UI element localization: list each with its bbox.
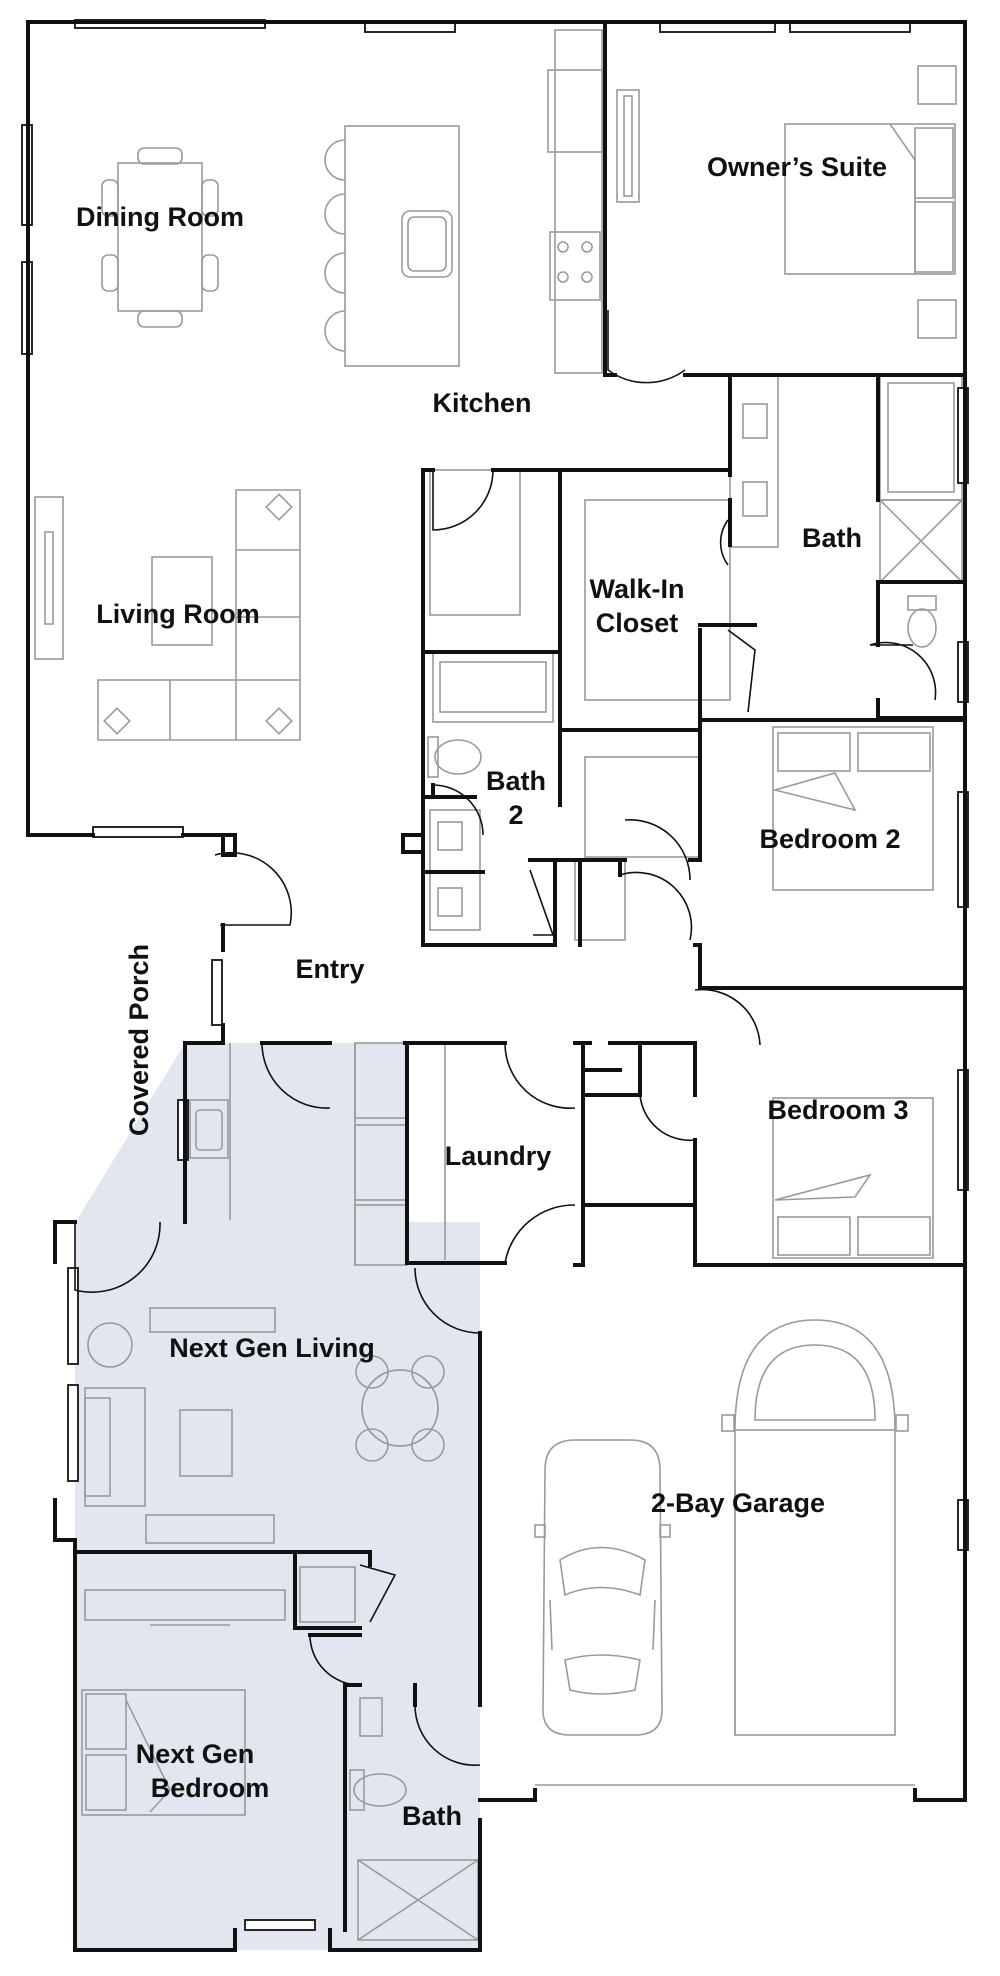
- next-gen-living-furniture: [84, 1307, 445, 1544]
- garage-car: [534, 1439, 671, 1736]
- next-gen-bath-fixtures: [349, 1697, 479, 1941]
- owners-bath-fixtures: [729, 374, 963, 648]
- label-next-gen-bath: Bath: [402, 1801, 462, 1831]
- label-walk-in-closet-line1: Walk-In: [589, 574, 684, 604]
- dining-table: [101, 147, 219, 328]
- kitchen-counter: [547, 29, 604, 374]
- next-gen-living-area: [75, 1222, 480, 1552]
- next-gen-bedroom-furniture: [81, 1566, 356, 1816]
- label-bedroom3: Bedroom 3: [767, 1095, 908, 1125]
- bedroom2-bed: [771, 726, 934, 891]
- label-next-gen-bedroom-line2: Bedroom: [151, 1773, 270, 1803]
- room-labels: Dining Room Kitchen Owner’s Suite Living…: [76, 152, 909, 1831]
- label-entry: Entry: [295, 954, 364, 984]
- label-owners-suite: Owner’s Suite: [707, 152, 887, 182]
- label-next-gen-living: Next Gen Living: [169, 1333, 375, 1363]
- label-walk-in-closet-line2: Closet: [596, 608, 679, 638]
- label-bath2-line1: Bath: [486, 766, 546, 796]
- label-bedroom2: Bedroom 2: [759, 824, 900, 854]
- label-kitchen: Kitchen: [432, 388, 531, 418]
- label-bath2-line2: 2: [508, 800, 523, 830]
- label-garage: 2-Bay Garage: [651, 1488, 825, 1518]
- label-covered-porch: Covered Porch: [124, 944, 154, 1136]
- label-owners-bath: Bath: [802, 523, 862, 553]
- label-living-room: Living Room: [96, 599, 260, 629]
- tv-console: [34, 496, 64, 660]
- living-sofa: [97, 489, 301, 741]
- walls: [26, 20, 967, 1952]
- bedroom3-bed: [772, 1097, 934, 1259]
- garage-van: [721, 1319, 909, 1736]
- label-laundry: Laundry: [445, 1141, 552, 1171]
- owners-bed: [616, 65, 957, 339]
- kitchen-island: [324, 125, 460, 367]
- label-next-gen-bedroom-line1: Next Gen: [136, 1739, 255, 1769]
- label-dining-room: Dining Room: [76, 202, 244, 232]
- laundry-fixtures: [189, 1042, 446, 1266]
